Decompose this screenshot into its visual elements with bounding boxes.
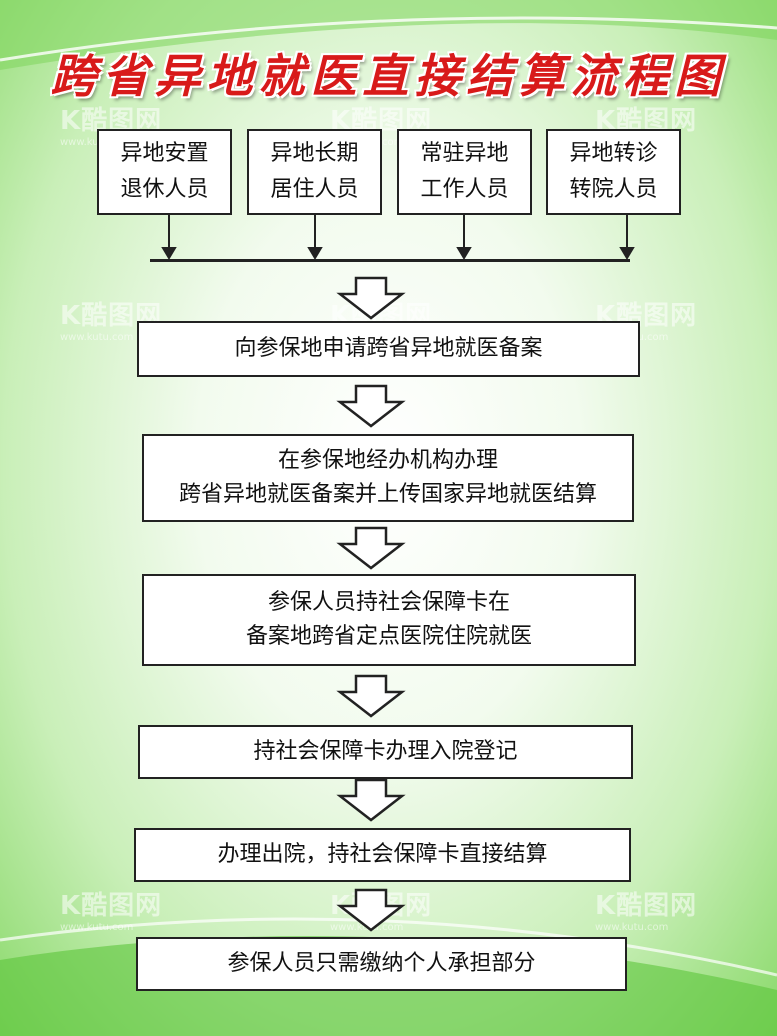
arrow-head-icon <box>307 247 323 260</box>
down-arrow-icon <box>336 778 406 822</box>
category-box-resident-worker: 常驻异地工作人员 <box>397 129 532 215</box>
category-box-retired-resettled: 异地安置退休人员 <box>97 129 232 215</box>
poster-title: 跨省异地就医直接结算流程图 <box>50 49 727 103</box>
arrow-head-icon <box>161 247 177 260</box>
category-box-long-term-resident: 异地长期居住人员 <box>247 129 382 215</box>
down-arrow-icon <box>336 526 406 570</box>
arrow-head-icon <box>456 247 472 260</box>
step-3-hospital-admission: 参保人员持社会保障卡在备案地跨省定点医院住院就医 <box>142 574 636 666</box>
down-arrow-icon <box>336 674 406 718</box>
merge-line <box>150 259 630 262</box>
step-5-discharge-settlement: 办理出院，持社会保障卡直接结算 <box>134 828 631 882</box>
down-arrow-icon <box>336 276 406 320</box>
step-4-register-admission: 持社会保障卡办理入院登记 <box>138 725 633 779</box>
category-connectors <box>161 215 635 260</box>
down-arrow-icon <box>336 384 406 428</box>
step-6-personal-payment: 参保人员只需缴纳个人承担部分 <box>136 937 627 991</box>
arrow-head-icon <box>619 247 635 260</box>
step-1-apply-registration: 向参保地申请跨省异地就医备案 <box>137 321 640 377</box>
step-2-agency-processing: 在参保地经办机构办理跨省异地就医备案并上传国家异地就医结算 <box>142 434 634 522</box>
category-box-transfer-patient: 异地转诊转院人员 <box>546 129 681 215</box>
down-arrow-icon <box>336 888 406 932</box>
